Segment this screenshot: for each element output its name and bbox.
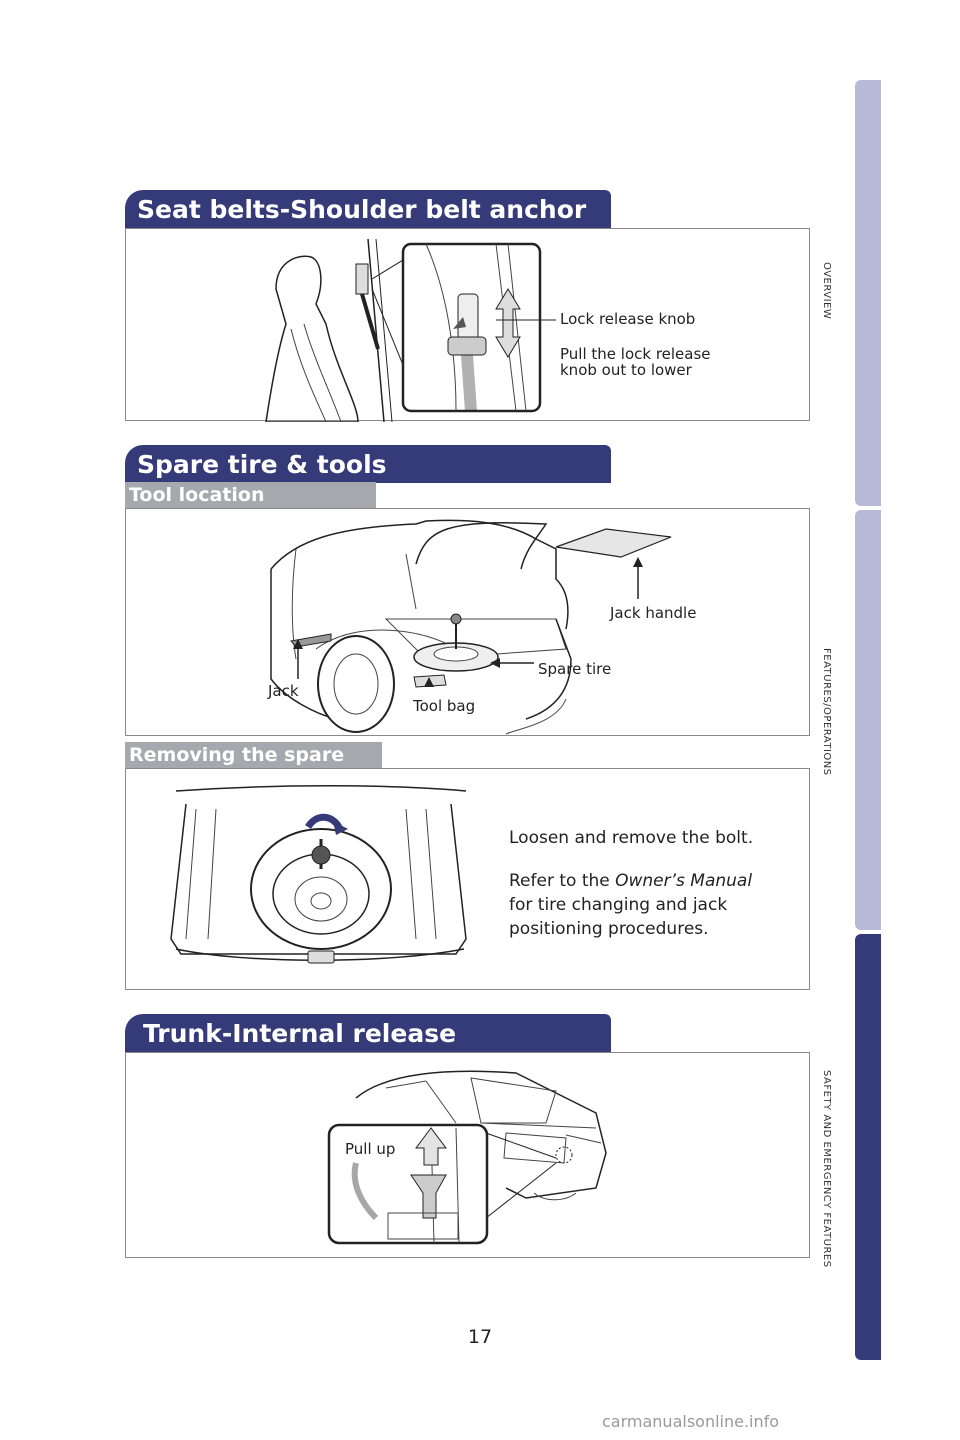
spare-tire-header: Spare tire & tools xyxy=(125,445,611,483)
refer-manual-line3: positioning procedures. xyxy=(509,919,709,939)
jack-handle-label: Jack handle xyxy=(610,604,697,622)
tab-overview[interactable] xyxy=(855,80,881,506)
seat-belt-illustration xyxy=(265,238,556,422)
spare-tire-label: Spare tire xyxy=(538,660,612,678)
trunk-release-header: Trunk-Internal release xyxy=(125,1014,611,1052)
seat-belts-panel: Lock release knob Pull the lock release … xyxy=(125,228,810,422)
pull-lock-label-line1: Pull the lock release xyxy=(560,345,711,363)
tab-label-features: FEATURES/OPERATIONS xyxy=(821,648,832,776)
pull-up-label: Pull up xyxy=(345,1140,396,1158)
tool-bag-label: Tool bag xyxy=(413,697,476,715)
tab-features-operations[interactable] xyxy=(855,510,881,930)
trunk-tools-illustration xyxy=(270,519,672,735)
trunk-release-panel: Pull up xyxy=(125,1052,810,1258)
tab-label-overview: OVERVIEW xyxy=(821,262,832,320)
refer-manual-line1: Refer to the Owner’s Manual xyxy=(509,869,752,893)
tab-safety-emergency[interactable] xyxy=(855,934,881,1360)
loosen-bolt-text: Loosen and remove the bolt. xyxy=(509,828,754,848)
lock-release-knob-label: Lock release knob xyxy=(560,310,696,328)
seat-belts-header: Seat belts-Shoulder belt anchor xyxy=(125,190,611,228)
page-number: 17 xyxy=(467,1326,493,1348)
pull-lock-label-line2: knob out to lower xyxy=(560,361,692,379)
refer-prefix: Refer to the xyxy=(509,871,616,891)
refer-manual-line2: for tire changing and jack xyxy=(509,895,728,915)
removing-spare-panel: Loosen and remove the bolt. Refer to the… xyxy=(125,768,810,990)
owners-manual-text: Owner’s Manual xyxy=(615,871,753,891)
tool-location-panel: Jack handle Spare tire Jack Tool bag xyxy=(125,508,810,736)
watermark: carmanualsonline.info xyxy=(602,1412,780,1431)
removing-spare-subheader: Removing the spare tire xyxy=(125,742,382,792)
tool-location-subheader: Tool location xyxy=(125,482,376,508)
trunk-release-illustration xyxy=(327,1070,607,1245)
tab-label-safety: SAFETY AND EMERGENCY FEATURES xyxy=(821,1070,832,1268)
jack-label: Jack xyxy=(268,682,299,700)
spare-tire-well-illustration xyxy=(170,785,467,964)
